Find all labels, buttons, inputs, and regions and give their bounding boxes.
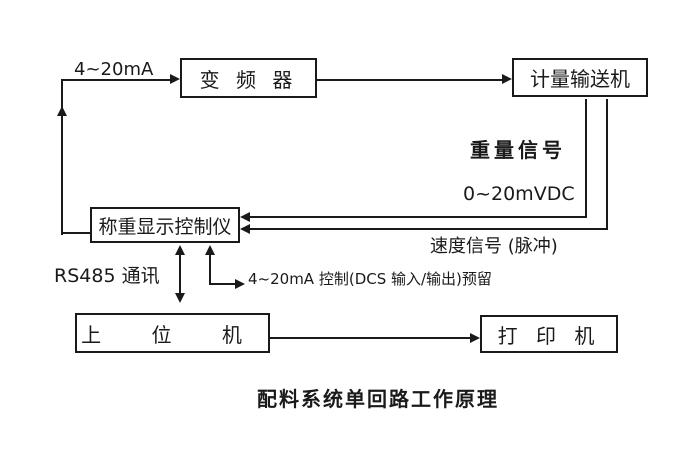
label-rs485-comm: RS485 通讯 <box>54 265 160 287</box>
arrowhead-up-current-line <box>57 106 67 116</box>
label-dcs-reserved: 4~20mA 控制(DCS 输入/输出)预留 <box>248 270 492 288</box>
line-dcs-vertical <box>209 250 211 284</box>
line-current-bottom <box>61 232 90 234</box>
box-metering-conveyor: 计量输送机 <box>512 58 648 97</box>
box-host-computer: 上 位 机 <box>75 313 270 353</box>
line-host-to-printer <box>270 337 470 339</box>
arrowhead-rs485-down <box>175 293 185 303</box>
box-frequency-inverter: 变 频 器 <box>180 58 317 98</box>
arrowhead-into-conveyor <box>502 74 512 84</box>
line-speed-horizontal <box>250 228 608 230</box>
line-current-left-vertical <box>61 79 63 235</box>
line-rs485-vertical <box>179 250 181 298</box>
line-weight-horizontal <box>250 216 587 218</box>
label-speed-signal-pulse: 速度信号 (脉冲) <box>430 236 558 257</box>
arrowhead-rs485-up <box>175 245 185 255</box>
arrowhead-dcs-up <box>205 245 215 255</box>
label-4-20ma: 4~20mA <box>74 59 154 80</box>
diagram-caption: 配料系统单回路工作原理 <box>257 387 499 411</box>
label-0-20mvdc: 0~20mVDC <box>463 183 575 205</box>
line-dcs-horizontal <box>209 283 236 285</box>
line-speed-vertical <box>606 99 608 230</box>
label-weight-signal: 重量信号 <box>470 138 566 162</box>
arrowhead-into-printer <box>470 333 480 343</box>
arrowhead-into-inverter <box>170 74 180 84</box>
arrowhead-speed-into-controller <box>240 224 250 234</box>
line-weight-vertical <box>585 99 587 218</box>
box-printer: 打 印 机 <box>480 315 618 353</box>
arrowhead-weight-into-controller <box>240 212 250 222</box>
box-weighing-display-controller: 称重显示控制仪 <box>90 207 240 243</box>
arrowhead-dcs-right <box>235 279 245 289</box>
line-current-top <box>61 79 171 81</box>
line-inverter-to-conveyor <box>317 79 503 81</box>
